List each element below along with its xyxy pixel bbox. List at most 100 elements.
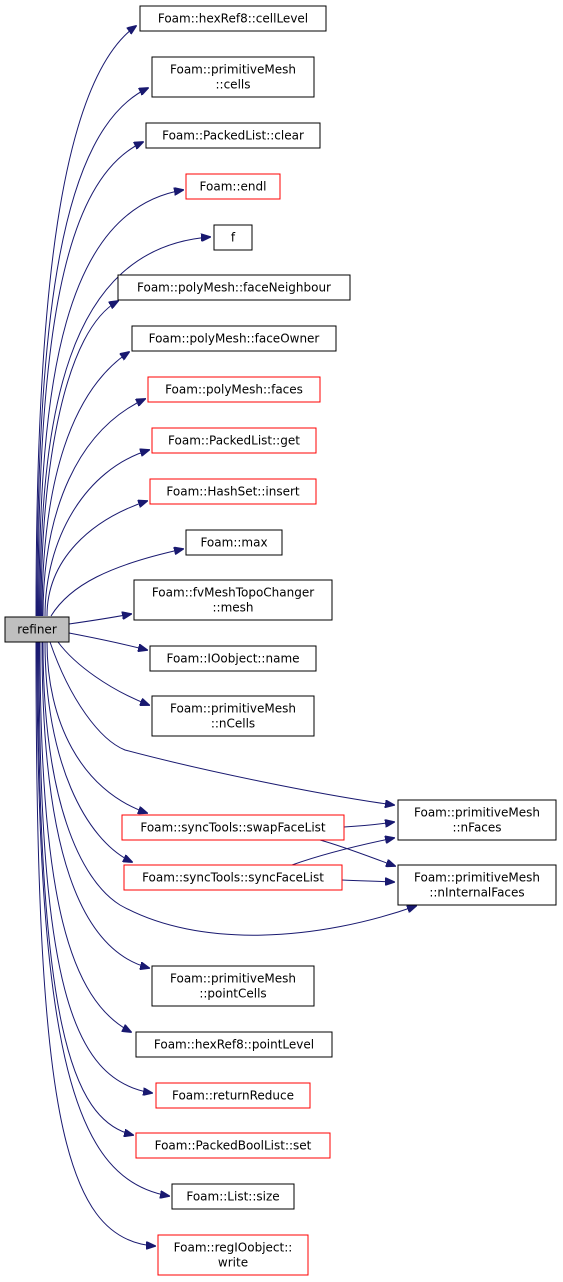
node-foam-hexref8-pointlevel-box[interactable] bbox=[135, 1031, 333, 1058]
node-foam-packedlist-clear[interactable]: Foam::PackedList::clear bbox=[145, 122, 321, 149]
node-foam-synctools-syncfacelist-label: Foam::syncTools::syncFaceList bbox=[142, 871, 324, 885]
node-foam-primitivemesh-ninternalfaces-box[interactable] bbox=[397, 864, 557, 906]
node-foam-packedlist-clear-label: Foam::PackedList::clear bbox=[162, 129, 304, 143]
node-foam-list-size[interactable]: Foam::List::size bbox=[171, 1183, 295, 1210]
node-foam-hashset-insert[interactable]: Foam::HashSet::insert bbox=[149, 478, 317, 505]
node-foam-packedlist-clear-box[interactable] bbox=[145, 122, 321, 149]
edge-root-n4 bbox=[38, 190, 183, 617]
node-foam-max-label: Foam::max bbox=[200, 536, 267, 550]
node-foam-hexref8-celllevel-label: Foam::hexRef8::cellLevel bbox=[158, 12, 308, 26]
node-foam-primitivemesh-pointcells[interactable]: Foam::primitiveMesh::pointCells bbox=[151, 965, 315, 1007]
edge-root-n2 bbox=[36, 88, 148, 617]
node-foam-primitivemesh-ncells-box[interactable] bbox=[151, 695, 315, 737]
node-foam-fvmeshtopochanger-mesh-label: ::mesh bbox=[212, 601, 253, 615]
node-foam-primitivemesh-cells-label: ::cells bbox=[216, 78, 251, 92]
node-foam-hexref8-celllevel-box[interactable] bbox=[139, 5, 327, 32]
node-foam-ioobject-name-label: Foam::IOobject::name bbox=[166, 652, 299, 666]
edge-root-n1 bbox=[35, 26, 136, 617]
edge-root-n8 bbox=[42, 399, 145, 617]
node-foam-polymesh-faceowner[interactable]: Foam::polyMesh::faceOwner bbox=[131, 325, 337, 352]
node-foam-packedboollist-set-label: Foam::PackedBoolList::set bbox=[155, 1139, 312, 1153]
node-foam-list-size-label: Foam::List::size bbox=[186, 1190, 279, 1204]
edge-root-n22 bbox=[37, 641, 133, 1135]
edge-n18-n17 bbox=[341, 880, 394, 882]
node-foam-primitivemesh-ncells-label: Foam::primitiveMesh bbox=[170, 702, 296, 716]
node-foam-synctools-swapfacelist-label: Foam::syncTools::swapFaceList bbox=[140, 821, 326, 835]
edge-root-n19 bbox=[41, 641, 149, 968]
node-foam-ioobject-name-box[interactable] bbox=[149, 645, 317, 672]
node-foam-ioobject-name[interactable]: Foam::IOobject::name bbox=[149, 645, 317, 672]
edge-n16-n17 bbox=[319, 839, 395, 866]
node-foam-primitivemesh-pointcells-label: Foam::primitiveMesh bbox=[170, 972, 296, 986]
edge-root-n14 bbox=[57, 641, 149, 705]
node-foam-hexref8-pointlevel[interactable]: Foam::hexRef8::pointLevel bbox=[135, 1031, 333, 1058]
node-foam-polymesh-faceneighbour[interactable]: Foam::polyMesh::faceNeighbour bbox=[117, 274, 351, 301]
node-foam-packedlist-get-box[interactable] bbox=[151, 427, 317, 454]
node-foam-fvmeshtopochanger-mesh-box[interactable] bbox=[133, 579, 333, 621]
node-f-label: f bbox=[231, 231, 236, 245]
node-foam-fvmeshtopochanger-mesh-label: Foam::fvMeshTopoChanger bbox=[152, 586, 314, 600]
node-layer: refiner Foam::hexRef8::cellLevelFoam::pri… bbox=[4, 5, 557, 1276]
edge-root-n21 bbox=[38, 641, 152, 1093]
node-foam-hexref8-pointlevel-label: Foam::hexRef8::pointLevel bbox=[154, 1038, 314, 1052]
node-foam-polymesh-faceowner-label: Foam::polyMesh::faceOwner bbox=[149, 332, 320, 346]
edge-layer bbox=[35, 26, 416, 1246]
edge-root-n17 bbox=[42, 641, 416, 936]
node-foam-primitivemesh-ncells-label: ::nCells bbox=[211, 717, 255, 731]
edge-n16-n15 bbox=[343, 822, 394, 828]
edge-root-n6 bbox=[40, 301, 118, 617]
node-foam-primitivemesh-nfaces-box[interactable] bbox=[397, 799, 557, 841]
root-node-label: refiner bbox=[17, 623, 57, 637]
node-foam-polymesh-faces[interactable]: Foam::polyMesh::faces bbox=[147, 376, 321, 403]
node-foam-list-size-box[interactable] bbox=[171, 1183, 295, 1210]
edge-root-n3 bbox=[37, 142, 143, 617]
node-foam-endl-box[interactable] bbox=[185, 173, 281, 200]
node-foam-primitivemesh-cells-box[interactable] bbox=[151, 56, 315, 98]
node-foam-synctools-syncfacelist-box[interactable] bbox=[123, 864, 343, 891]
node-foam-polymesh-faceneighbour-label: Foam::polyMesh::faceNeighbour bbox=[137, 281, 331, 295]
node-foam-max-box[interactable] bbox=[185, 529, 283, 556]
node-foam-regioobject-write-box[interactable] bbox=[157, 1234, 309, 1276]
node-foam-primitivemesh-pointcells-box[interactable] bbox=[151, 965, 315, 1007]
node-foam-returnreduce[interactable]: Foam::returnReduce bbox=[155, 1082, 311, 1109]
node-f[interactable]: f bbox=[213, 224, 253, 251]
node-foam-primitivemesh-ninternalfaces-label: Foam::primitiveMesh bbox=[414, 871, 540, 885]
node-foam-endl[interactable]: Foam::endl bbox=[185, 173, 281, 200]
node-foam-primitivemesh-nfaces[interactable]: Foam::primitiveMesh::nFaces bbox=[397, 799, 557, 841]
edge-root-n10 bbox=[46, 501, 147, 617]
node-foam-regioobject-write[interactable]: Foam::regIOobject::write bbox=[157, 1234, 309, 1276]
edge-root-n20 bbox=[39, 641, 131, 1032]
node-foam-polymesh-faceneighbour-box[interactable] bbox=[117, 274, 351, 301]
edge-root-n11 bbox=[50, 549, 183, 617]
node-foam-max[interactable]: Foam::max bbox=[185, 529, 283, 556]
edge-root-n5 bbox=[39, 237, 210, 617]
node-foam-polymesh-faceowner-box[interactable] bbox=[131, 325, 337, 352]
edge-root-n18 bbox=[44, 641, 132, 862]
root-node-box[interactable] bbox=[4, 616, 70, 643]
edge-root-n15 bbox=[49, 641, 394, 805]
root-node-refiner[interactable]: refiner bbox=[4, 616, 70, 643]
node-foam-packedboollist-set-box[interactable] bbox=[135, 1132, 331, 1159]
node-foam-primitivemesh-ncells[interactable]: Foam::primitiveMesh::nCells bbox=[151, 695, 315, 737]
node-foam-primitivemesh-ninternalfaces[interactable]: Foam::primitiveMesh::nInternalFaces bbox=[397, 864, 557, 906]
edge-root-n24 bbox=[35, 641, 155, 1246]
node-foam-fvmeshtopochanger-mesh[interactable]: Foam::fvMeshTopoChanger::mesh bbox=[133, 579, 333, 621]
edge-root-n23 bbox=[36, 641, 169, 1196]
node-f-box[interactable] bbox=[213, 224, 253, 251]
edge-root-n9 bbox=[44, 450, 149, 617]
node-foam-primitivemesh-cells[interactable]: Foam::primitiveMesh::cells bbox=[151, 56, 315, 98]
node-foam-packedlist-get-label: Foam::PackedList::get bbox=[168, 434, 300, 448]
node-foam-synctools-syncfacelist[interactable]: Foam::syncTools::syncFaceList bbox=[123, 864, 343, 891]
node-foam-polymesh-faces-box[interactable] bbox=[147, 376, 321, 403]
node-foam-synctools-swapfacelist-box[interactable] bbox=[121, 814, 345, 841]
node-foam-hashset-insert-label: Foam::HashSet::insert bbox=[166, 485, 299, 499]
node-foam-synctools-swapfacelist[interactable]: Foam::syncTools::swapFaceList bbox=[121, 814, 345, 841]
node-foam-returnreduce-label: Foam::returnReduce bbox=[172, 1089, 294, 1103]
node-foam-hexref8-celllevel[interactable]: Foam::hexRef8::cellLevel bbox=[139, 5, 327, 32]
node-foam-hashset-insert-box[interactable] bbox=[149, 478, 317, 505]
edge-n18-n15 bbox=[291, 838, 394, 866]
node-foam-packedlist-get[interactable]: Foam::PackedList::get bbox=[151, 427, 317, 454]
node-foam-packedboollist-set[interactable]: Foam::PackedBoolList::set bbox=[135, 1132, 331, 1159]
node-foam-returnreduce-box[interactable] bbox=[155, 1082, 311, 1109]
